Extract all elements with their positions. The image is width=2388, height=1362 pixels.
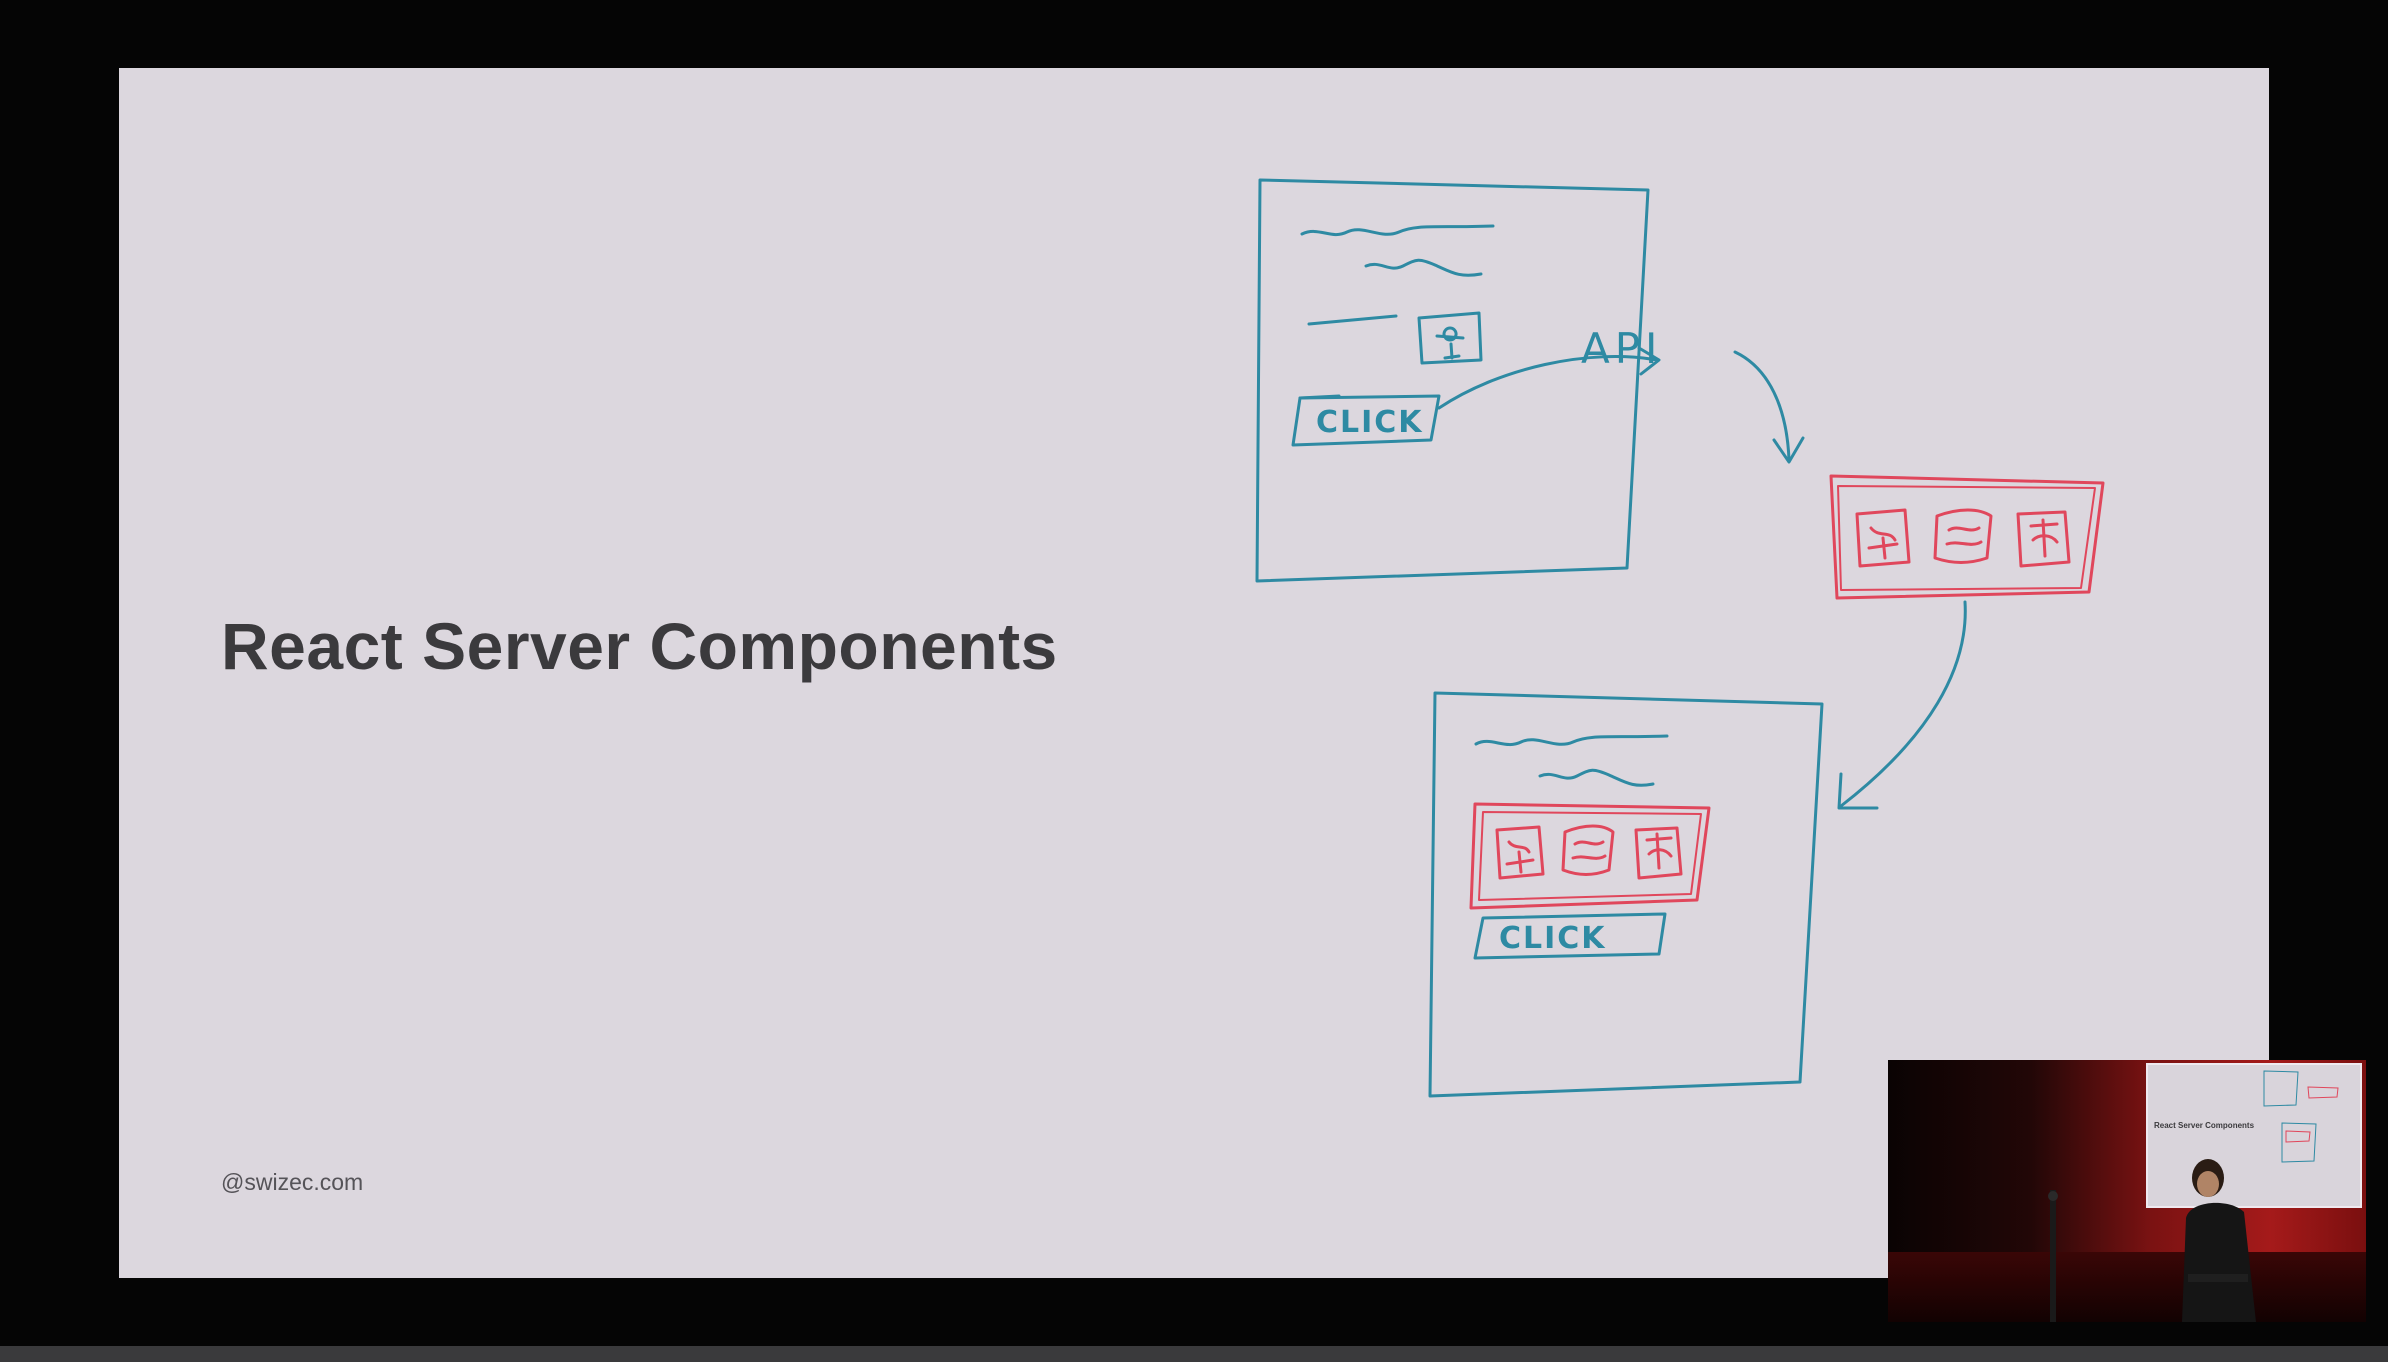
server-item-2-glyph xyxy=(1945,526,1983,546)
click-button-outline xyxy=(1473,912,1667,960)
text-scribble xyxy=(1307,314,1398,326)
server-item-1-glyph xyxy=(1867,526,1899,560)
arrow-api-to-server xyxy=(1733,350,1805,464)
speaker-camera-overlay: React Server Components xyxy=(1888,1060,2366,1322)
projected-slide-thumbnail: React Server Components xyxy=(2146,1063,2362,1208)
slide-title: React Server Components xyxy=(221,609,1058,683)
player-progress-bar[interactable] xyxy=(0,1346,2388,1362)
click-button-label: CLICK xyxy=(1316,405,1424,440)
thumbnail-sketch xyxy=(2263,1070,2339,1163)
text-scribble xyxy=(1538,768,1655,787)
server-components-box xyxy=(1829,474,2105,600)
client-page-top: CLICK xyxy=(1255,178,1650,583)
client-page-bottom: CLICK xyxy=(1428,691,1824,1098)
lectern xyxy=(2048,1190,2058,1322)
embedded-server-components xyxy=(1469,802,1711,910)
api-label: API xyxy=(1581,324,1662,373)
text-scribble xyxy=(1300,224,1495,237)
arrow-server-to-client xyxy=(1837,600,1967,810)
image-box xyxy=(1417,311,1483,365)
click-button-outline xyxy=(1291,394,1441,447)
server-item-3 xyxy=(2016,510,2071,568)
text-scribble xyxy=(1364,258,1483,277)
thumbnail-title: React Server Components xyxy=(2154,1121,2255,1130)
image-glyph xyxy=(1435,326,1465,360)
text-scribble xyxy=(1474,734,1669,747)
arrow-click-to-api xyxy=(1437,346,1661,410)
server-item-3-glyph xyxy=(2029,518,2059,558)
click-button-label-bottom: CLICK xyxy=(1499,921,1607,956)
server-item-1 xyxy=(1855,508,1911,568)
author-handle: @swizec.com xyxy=(221,1169,364,1195)
stage-floor xyxy=(1888,1252,2366,1322)
server-item-2 xyxy=(1933,508,1993,564)
speaker-figure xyxy=(2182,1159,2256,1322)
